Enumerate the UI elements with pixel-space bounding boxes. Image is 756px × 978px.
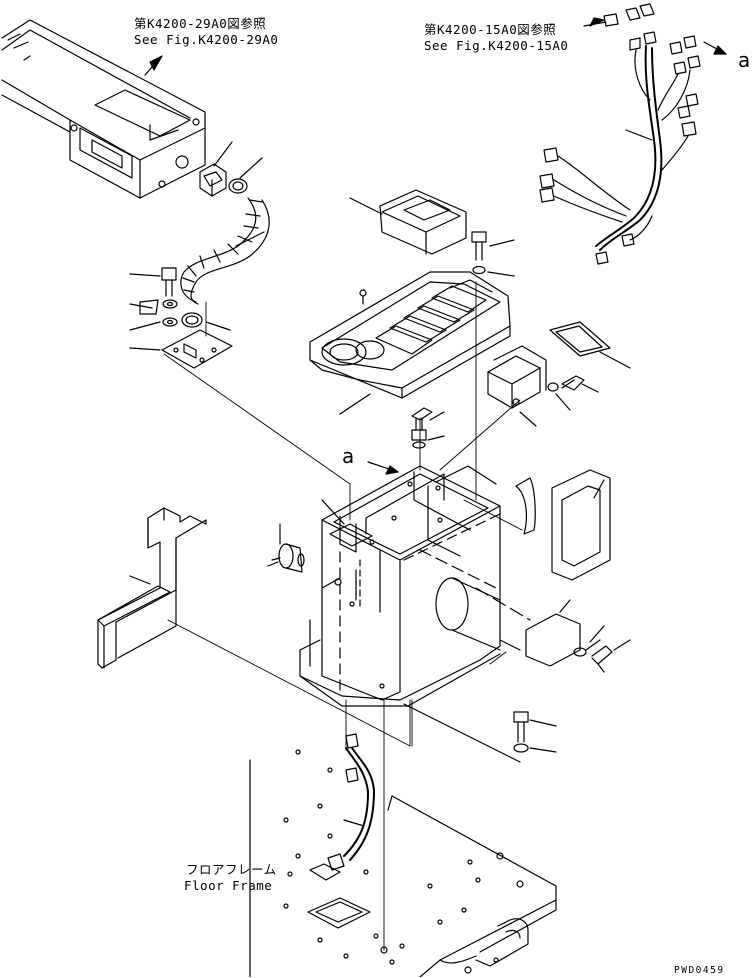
floor-frame [249, 749, 557, 977]
floor-frame-label-jp: フロアフレーム [186, 862, 277, 877]
left-fasteners [129, 267, 233, 369]
gasket [549, 321, 631, 369]
upper-duct-assembly [1, 19, 206, 199]
reference-top-right-jp: 第K4200-15A0図参照 [424, 22, 557, 37]
console-top-cover [349, 189, 467, 255]
wire-harness-lower [309, 733, 375, 881]
duct-adapter [199, 141, 263, 197]
switch-cylinder [267, 523, 305, 573]
reference-top-left-jp: 第K4200-29A0図参照 [134, 16, 267, 31]
side-plates [475, 469, 631, 673]
top-bolts [411, 231, 515, 449]
marker-a-center: a [342, 444, 355, 468]
reference-top-right-en: See Fig.K4200-15A0 [424, 38, 569, 53]
vent-switch [487, 345, 599, 427]
marker-a-right: a [738, 48, 751, 72]
floor-frame-label-en: Floor Frame [184, 878, 273, 893]
console-top-panel [309, 271, 511, 415]
wire-harness-upper [539, 3, 727, 265]
reference-top-left-en: See Fig.K4200-29A0 [134, 32, 279, 47]
hose [180, 197, 270, 305]
drawing-code: PWD0459 [674, 965, 725, 976]
assembly-leaders [163, 281, 523, 951]
lower-bolts [403, 703, 557, 763]
console-box [299, 465, 501, 707]
insulation-block [97, 507, 207, 669]
